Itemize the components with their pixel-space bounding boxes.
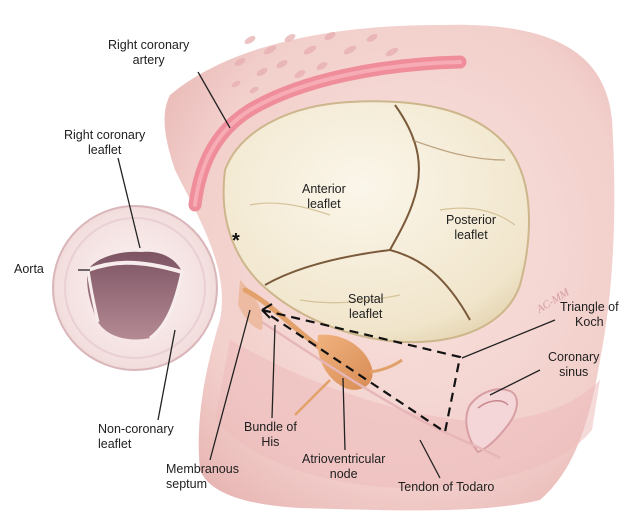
aortic-valve	[53, 206, 217, 370]
asterisk-marker: *	[232, 230, 240, 253]
label-aorta: Aorta	[14, 262, 44, 277]
label-tendon-of-todaro: Tendon of Todaro	[398, 480, 494, 495]
